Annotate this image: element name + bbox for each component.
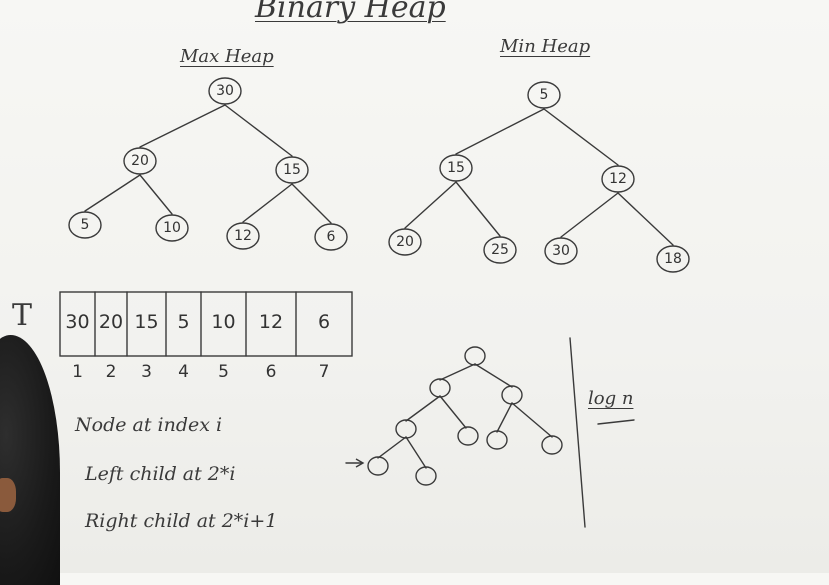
min-heap-edge xyxy=(455,108,545,155)
min-heap-node-circle xyxy=(483,236,517,264)
array-index-label: 1 xyxy=(72,362,83,382)
arrow-head xyxy=(355,458,365,468)
max-heap-label: Max Heap xyxy=(180,46,274,67)
min-heap-node-label: 25 xyxy=(491,242,509,258)
min-heap-node-label: 20 xyxy=(396,234,414,250)
min-heap-node-label: 18 xyxy=(664,251,682,267)
max-heap-node-circle xyxy=(226,222,260,250)
sketch-tree-edge xyxy=(405,436,427,469)
array-index-label: 7 xyxy=(319,362,330,382)
min-heap-node-circle xyxy=(388,228,422,256)
array-cell-value: 10 xyxy=(211,311,235,333)
array-cell-value: 15 xyxy=(134,311,158,333)
sketch-tree-edge xyxy=(377,436,407,459)
min-heap-node-label: 5 xyxy=(540,87,549,103)
max-heap-node-label: 15 xyxy=(283,162,301,178)
note-right-child: Right child at 2*i+1 xyxy=(85,510,278,532)
max-heap-node-circle xyxy=(123,147,157,175)
array-cell-value: 12 xyxy=(259,311,283,333)
min-heap-node-circle xyxy=(601,165,635,193)
min-heap-edge xyxy=(404,181,457,229)
max-heap-node-label: 30 xyxy=(216,83,234,99)
array-index-label: 3 xyxy=(141,362,152,382)
max-heap-edge xyxy=(139,174,173,215)
array-index-label: 4 xyxy=(178,362,189,382)
sketch-tree-edge xyxy=(439,363,476,381)
max-heap-node-label: 6 xyxy=(327,229,336,245)
min-heap-node-label: 15 xyxy=(447,160,465,176)
log-n-label: log n xyxy=(588,388,634,409)
max-heap-edge xyxy=(242,183,293,223)
board-title: Binary Heap xyxy=(255,0,446,25)
max-heap-node-circle xyxy=(68,211,102,239)
sketch-tree-node xyxy=(486,430,508,450)
min-heap-edge xyxy=(543,108,619,166)
height-bar xyxy=(569,337,586,528)
sketch-tree-edge xyxy=(511,402,553,438)
min-heap-node-circle xyxy=(439,154,473,182)
array-index-label: 5 xyxy=(218,362,229,382)
sketch-tree-edge xyxy=(474,363,513,388)
array-cell-value: 30 xyxy=(65,311,89,333)
max-heap-node-circle xyxy=(314,223,348,251)
min-heap-node-label: 12 xyxy=(609,171,627,187)
sketch-tree-node xyxy=(464,346,486,366)
sketch-tree-node xyxy=(457,426,479,446)
sketch-tree-node xyxy=(501,385,523,405)
sketch-tree-edge xyxy=(439,395,467,429)
max-heap-node-circle xyxy=(275,156,309,184)
max-heap-node-circle xyxy=(155,214,189,242)
array-cell-value: 20 xyxy=(99,311,123,333)
min-heap-node-label: 30 xyxy=(552,243,570,259)
max-heap-node-circle xyxy=(208,77,242,105)
max-heap-node-label: 10 xyxy=(163,220,181,236)
max-heap-node-label: 20 xyxy=(131,153,149,169)
array-cell-value: 5 xyxy=(177,311,189,333)
max-heap-node-label: 12 xyxy=(234,228,252,244)
array-frame xyxy=(59,291,353,357)
note-left-child: Left child at 2*i xyxy=(85,463,236,485)
min-heap-label: Min Heap xyxy=(500,36,591,57)
min-heap-edge xyxy=(560,192,619,238)
min-heap-node-circle xyxy=(527,81,561,109)
presenter-hand xyxy=(0,478,16,512)
sketch-tree-edge xyxy=(496,402,513,433)
max-heap-edge xyxy=(139,104,226,148)
array-cell-value: 6 xyxy=(318,311,330,333)
min-heap-edge xyxy=(455,181,501,237)
sketch-tree-node xyxy=(367,456,389,476)
sketch-tree-node xyxy=(541,435,563,455)
sketch-tree-edge xyxy=(405,395,441,422)
array-index-label: 6 xyxy=(266,362,277,382)
sketch-tree-node xyxy=(429,378,451,398)
max-heap-edge xyxy=(291,183,332,224)
min-heap-node-circle xyxy=(656,245,690,273)
array-index-label: 2 xyxy=(106,362,117,382)
max-heap-edge xyxy=(84,174,141,212)
array-name: T xyxy=(12,298,33,333)
log-n-underline xyxy=(597,419,635,425)
min-heap-edge xyxy=(617,192,674,246)
note-node-index: Node at index i xyxy=(75,414,223,436)
sketch-tree-node xyxy=(395,419,417,439)
min-heap-node-circle xyxy=(544,237,578,265)
max-heap-node-label: 5 xyxy=(81,217,90,233)
sketch-tree-node xyxy=(415,466,437,486)
max-heap-edge xyxy=(224,104,293,157)
